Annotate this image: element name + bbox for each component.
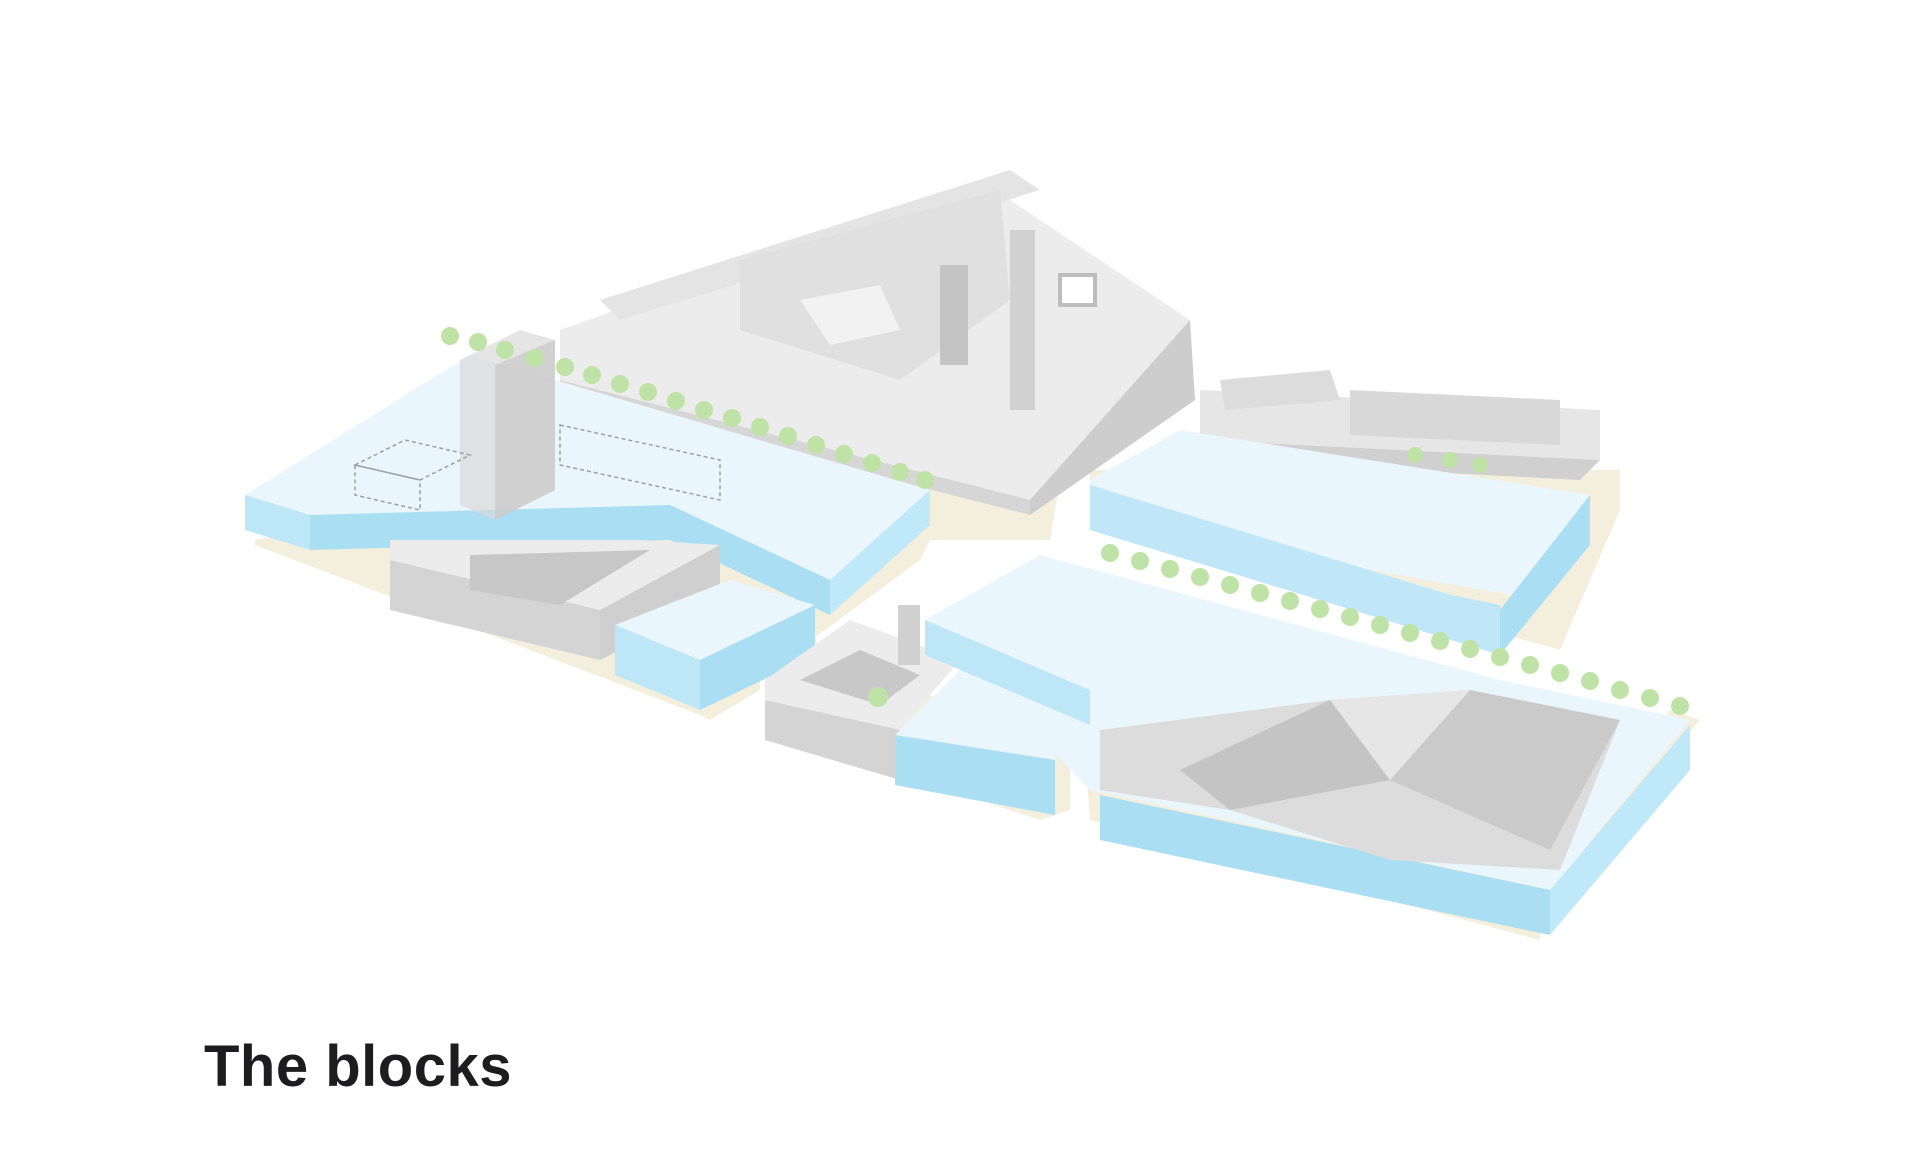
block-nw-front	[245, 495, 310, 550]
new-block-east	[1090, 430, 1590, 655]
block-north-front	[560, 380, 1030, 515]
diagram-title: The blocks	[204, 1034, 512, 1099]
new-block-southwest	[615, 580, 815, 710]
existing-block-northeast	[1200, 370, 1600, 480]
block-north-side	[1030, 320, 1195, 515]
new-block-southeast	[925, 555, 1690, 935]
tree-icon	[441, 327, 1689, 715]
block-nw-top	[245, 355, 930, 580]
existing-block-southwest	[390, 540, 720, 660]
existing-block-southcentre	[765, 605, 960, 780]
existing-block-north	[560, 170, 1195, 515]
block-nw-side	[830, 490, 930, 615]
new-block-northwest	[245, 330, 930, 615]
tree-rows	[441, 327, 1689, 715]
